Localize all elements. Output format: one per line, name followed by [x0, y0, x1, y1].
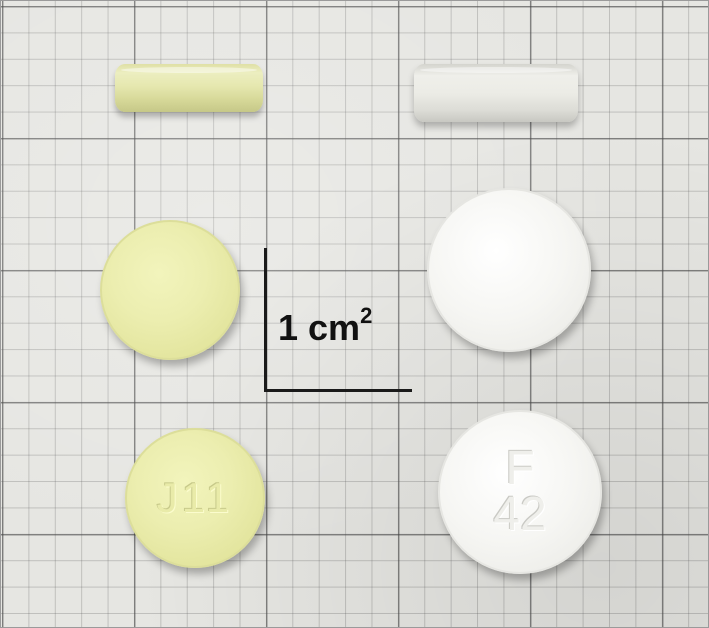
- yellow-tablet-side-view: [115, 64, 263, 112]
- scale-marker: 1 cm2: [262, 248, 412, 396]
- yellow-tablet-blank-face: [100, 220, 240, 360]
- scale-exponent: 2: [360, 303, 373, 328]
- scale-horizontal-line: [264, 389, 412, 392]
- scale-label: 1 cm2: [278, 300, 372, 348]
- yellow-tablet-imprint: J11: [156, 474, 234, 521]
- white-tablet-imprinted-face: F 42: [438, 410, 602, 574]
- white-tablet-blank-face: [427, 188, 591, 352]
- yellow-tablet-imprinted-face: J11: [125, 428, 265, 568]
- white-tablet-side-view: [414, 64, 578, 122]
- scale-vertical-line: [264, 248, 267, 392]
- white-tablet-imprint: F 42: [493, 442, 547, 541]
- scale-value: 1 cm: [278, 307, 361, 348]
